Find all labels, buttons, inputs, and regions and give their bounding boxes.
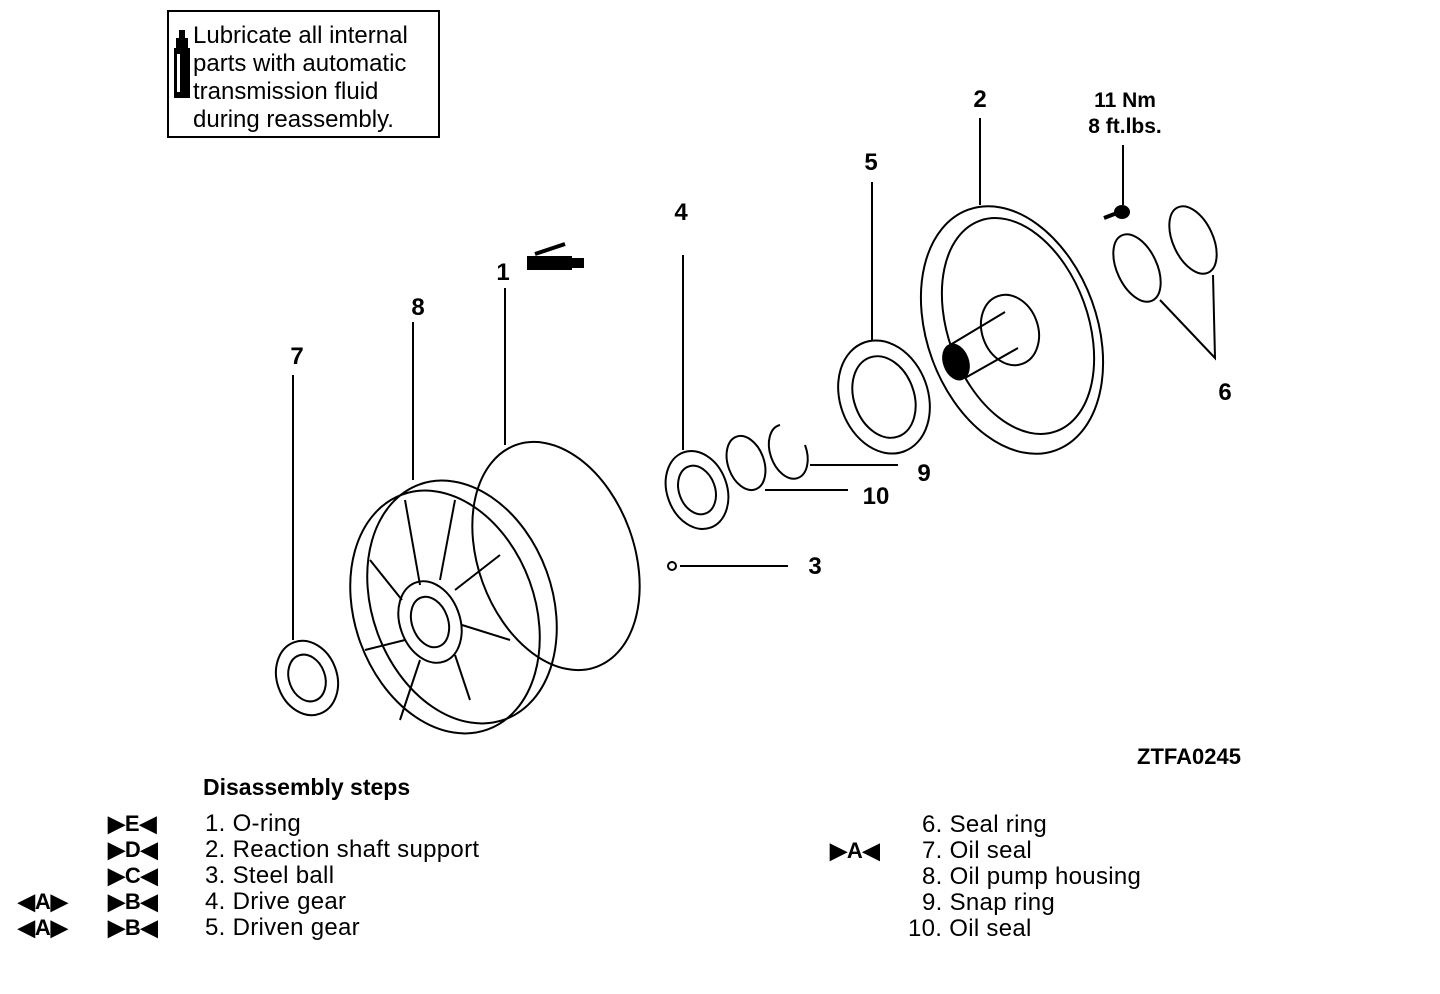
step-item: 2. Reaction shaft support bbox=[205, 837, 479, 863]
step-mark: ◀A▶ bbox=[18, 915, 68, 940]
step-mark: ▶B◀ bbox=[108, 889, 158, 914]
step-label: Seal ring bbox=[949, 811, 1048, 838]
step-item: 3. Steel ball bbox=[205, 863, 334, 889]
callout-6: 6 bbox=[1218, 379, 1231, 406]
step-item: 4. Drive gear bbox=[205, 889, 346, 915]
seal-ring-b bbox=[1168, 205, 1218, 275]
step-number: 9. bbox=[922, 889, 943, 916]
step-mark: ▶E◀ bbox=[108, 811, 157, 836]
atf-can-icon bbox=[174, 30, 190, 98]
step-label: Driven gear bbox=[232, 914, 360, 941]
lubrication-note-text: Lubricate all internal parts with automa… bbox=[193, 22, 408, 133]
lubrication-note: Lubricate all internal parts with automa… bbox=[167, 10, 440, 138]
step-label: Oil seal bbox=[949, 837, 1033, 864]
callout-4: 4 bbox=[674, 199, 688, 226]
step-label: Oil pump housing bbox=[949, 863, 1142, 890]
callout-9: 9 bbox=[917, 460, 930, 487]
steps-title: Disassembly steps bbox=[203, 774, 411, 800]
step-mark: ▶A◀ bbox=[830, 838, 880, 863]
step-mark: ◀A▶ bbox=[18, 889, 68, 914]
callout-3: 3 bbox=[808, 553, 821, 580]
oil-pump-housing bbox=[349, 479, 558, 735]
step-item: 6. Seal ring bbox=[922, 812, 1047, 838]
step-label: Drive gear bbox=[232, 888, 347, 915]
snap-ring bbox=[767, 424, 809, 480]
step-number: 7. bbox=[922, 837, 943, 864]
step-number: 5. bbox=[205, 914, 226, 941]
step-number: 1. bbox=[205, 810, 226, 837]
figure-code: ZTFA0245 bbox=[1137, 744, 1241, 769]
o-ring bbox=[471, 440, 641, 672]
callout-10: 10 bbox=[863, 483, 890, 510]
step-label: Oil seal bbox=[949, 915, 1032, 942]
reaction-shaft-support bbox=[919, 205, 1105, 455]
step-mark: ▶D◀ bbox=[108, 837, 158, 862]
step-item: 9. Snap ring bbox=[922, 890, 1055, 916]
drive-gear bbox=[664, 450, 730, 530]
step-label: O-ring bbox=[232, 810, 302, 837]
step-item: 1. O-ring bbox=[205, 811, 301, 837]
leader-line-6 bbox=[1159, 274, 1217, 361]
step-item: 8. Oil pump housing bbox=[922, 864, 1141, 890]
step-label: Steel ball bbox=[232, 862, 335, 889]
step-label: Reaction shaft support bbox=[232, 836, 480, 863]
callout-7: 7 bbox=[290, 343, 303, 370]
driven-gear bbox=[837, 339, 931, 455]
bolt bbox=[1103, 205, 1130, 220]
step-number: 6. bbox=[922, 811, 943, 838]
step-number: 3. bbox=[205, 862, 226, 889]
steel-ball bbox=[667, 561, 677, 571]
step-number: 10. bbox=[908, 915, 943, 942]
callout-8: 8 bbox=[411, 294, 424, 321]
step-item: 10. Oil seal bbox=[908, 916, 1032, 942]
seal-ring-a bbox=[1112, 233, 1162, 303]
step-number: 8. bbox=[922, 863, 943, 890]
step-label: Snap ring bbox=[949, 889, 1056, 916]
step-mark: ▶C◀ bbox=[108, 863, 158, 888]
oil-seal-7 bbox=[274, 639, 340, 717]
step-item: 5. Driven gear bbox=[205, 915, 360, 941]
step-number: 4. bbox=[205, 888, 226, 915]
oil-seal-10 bbox=[725, 434, 767, 492]
torque-nm: 11 Nm bbox=[1094, 89, 1156, 112]
step-number: 2. bbox=[205, 836, 226, 863]
step-item: 7. Oil seal bbox=[922, 838, 1032, 864]
lubricant-can-icon bbox=[527, 242, 584, 270]
step-mark: ▶B◀ bbox=[108, 915, 158, 940]
callout-1: 1 bbox=[496, 259, 509, 286]
torque-ftlbs: 8 ft.lbs. bbox=[1088, 115, 1162, 138]
torque-spec: 11 Nm 8 ft.lbs. bbox=[1080, 88, 1170, 140]
callout-5: 5 bbox=[864, 149, 877, 176]
callout-2: 2 bbox=[973, 86, 986, 113]
